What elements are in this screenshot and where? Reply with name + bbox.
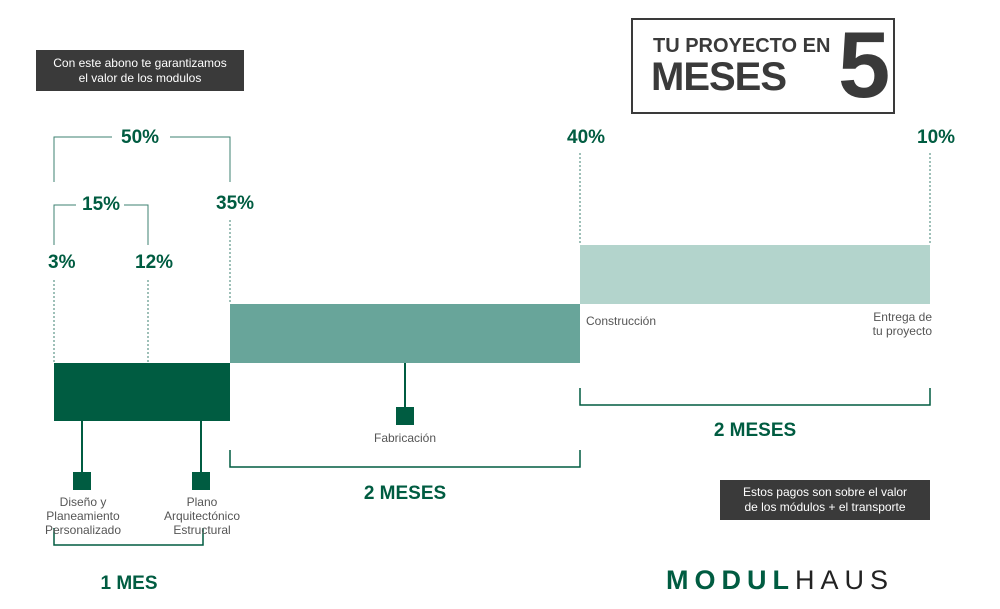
label-plano-line-3: Estructural [173, 523, 231, 537]
label-plano-line-1: Plano [186, 495, 218, 509]
title-box: TU PROYECTO EN MESES 5 [631, 18, 895, 114]
label-plano-line-2: Arquitectónico [163, 509, 241, 523]
bar-design-phase [54, 363, 230, 421]
label-diseno: Diseño y Planeamiento Personalizado [36, 495, 130, 537]
duration-bracket-2 [229, 450, 581, 468]
title-number: 5 [838, 12, 891, 117]
pct-50: 50% [121, 127, 160, 148]
duration-bracket-3 [579, 388, 931, 406]
label-diseno-line-2: Planeamiento [46, 509, 120, 523]
guarantee-note-line-2: el valor de los modulos [78, 70, 202, 85]
pct-15: 15% [82, 194, 121, 215]
payments-note: Estos pagos son sobre el valor de los mó… [720, 480, 930, 520]
bracket-50 [53, 136, 112, 182]
stage-marker-diseno [73, 472, 91, 490]
pct-3: 3% [48, 252, 76, 273]
guarantee-note-line-1: Con este abono te garantizamos [53, 55, 227, 70]
payments-note-line-2: de los módulos + el transporte [744, 500, 906, 514]
label-entrega-line-1: Entrega de [873, 310, 932, 324]
duration-2-meses-construccion: 2 MESES [713, 420, 797, 441]
bracket-15-right [124, 204, 149, 245]
pct-10: 10% [917, 127, 956, 148]
title-line-2: MESES [651, 55, 787, 99]
bar-fabrication-phase [230, 304, 580, 363]
label-plano: Plano Arquitectónico Estructural [156, 495, 248, 537]
label-fabricacion: Fabricación [373, 431, 437, 445]
label-construccion: Construcción [586, 314, 657, 328]
label-diseno-line-1: Diseño y [59, 495, 107, 509]
title-line-1: TU PROYECTO EN [653, 35, 831, 57]
label-entrega-line-2: tu proyecto [872, 324, 932, 338]
label-diseno-line-3: Personalizado [44, 523, 122, 537]
logo-part-2: HAUS [794, 565, 894, 595]
label-entrega: Entrega de tu proyecto [840, 310, 932, 338]
payments-note-line-1: Estos pagos son sobre el valor [742, 485, 908, 499]
logo-part-1: MODUL [666, 565, 795, 595]
modulhaus-logo: MODULHAUS [666, 565, 894, 596]
pct-12: 12% [135, 252, 174, 273]
bracket-50-right [170, 136, 231, 182]
duration-2-meses-fabricacion: 2 MESES [363, 483, 447, 504]
guarantee-note: Con este abono te garantizamos el valor … [36, 50, 244, 91]
pct-40: 40% [567, 127, 606, 148]
stage-marker-plano [192, 472, 210, 490]
stage-marker-fabricacion [396, 407, 414, 425]
bar-construction-phase [580, 245, 930, 304]
pct-35: 35% [216, 193, 255, 214]
bracket-15 [53, 204, 76, 245]
duration-1-mes: 1 MES [100, 573, 158, 594]
duration-bracket-1 [53, 528, 204, 546]
